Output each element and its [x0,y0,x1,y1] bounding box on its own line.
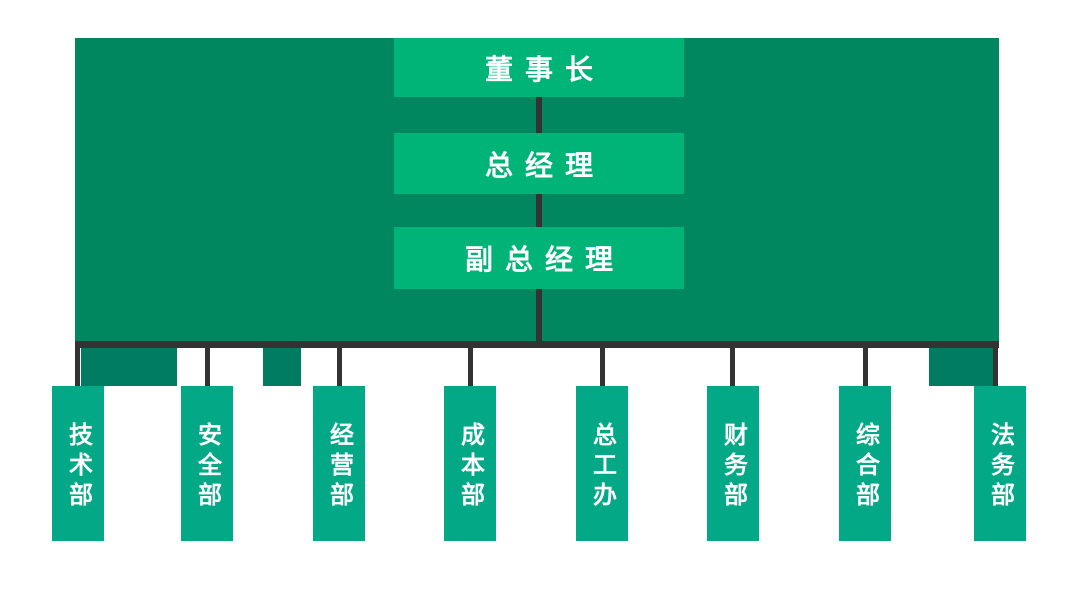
dept-label: 经营部 [325,421,353,512]
dept-label: 安全部 [193,421,221,512]
dept-label: 技术部 [64,421,92,512]
drop-connector [600,341,605,386]
dept-node-technology: 技术部 [52,386,104,541]
dept-node-safety: 安全部 [181,386,233,541]
node-general-manager: 总经理 [394,133,684,194]
drop-connector [730,341,735,386]
dept-node-operations: 经营部 [313,386,365,541]
drop-connector [337,341,342,386]
drop-connector [205,341,210,386]
dept-node-general-affairs: 综合部 [839,386,891,541]
drop-connector [863,341,868,386]
drop-connector [468,341,473,386]
dept-label: 总工办 [588,421,616,512]
node-label: 总经理 [484,149,605,181]
decorative-hanging-block [929,348,993,386]
dept-node-cost: 成本部 [444,386,496,541]
dept-node-legal: 法务部 [974,386,1026,541]
node-deputy-general-manager: 副总经理 [394,227,684,289]
dept-label: 财务部 [719,421,747,512]
vertical-spine-connector [536,55,542,348]
dept-label: 成本部 [456,421,484,512]
node-chairman: 董事长 [394,38,684,97]
dept-label: 法务部 [986,421,1014,512]
node-label: 董事长 [484,53,605,85]
node-label: 副总经理 [464,244,625,275]
decorative-hanging-block [81,348,177,386]
drop-connector [993,341,998,386]
dept-node-finance: 财务部 [707,386,759,541]
horizontal-rail-connector [75,341,999,348]
dept-label: 综合部 [851,421,879,512]
dept-node-chief-engineer-office: 总工办 [576,386,628,541]
drop-connector [75,341,80,386]
decorative-hanging-block [263,348,301,386]
